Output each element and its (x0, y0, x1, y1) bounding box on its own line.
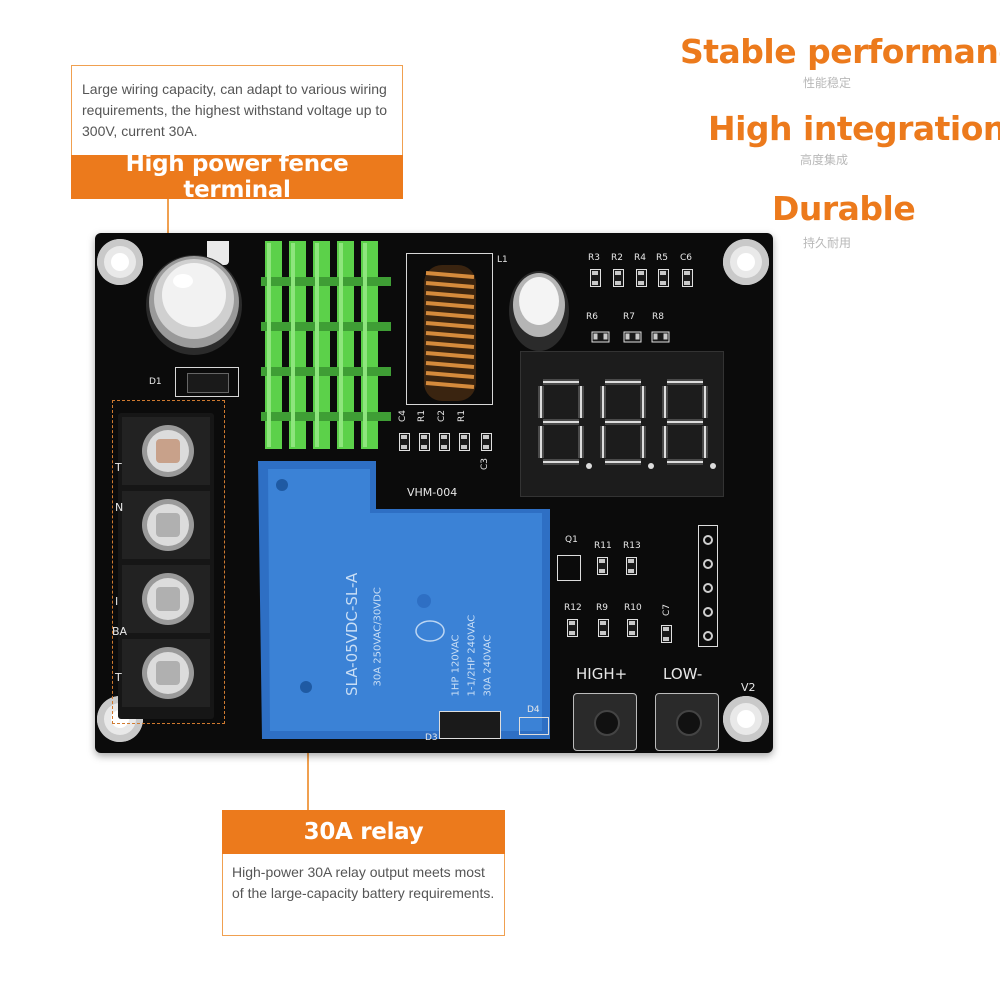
smd-resistor (651, 331, 670, 343)
label-c2: C2 (437, 409, 448, 423)
smd-capacitor (481, 433, 492, 451)
feature-title: High integration (708, 109, 1000, 148)
feature-subtitle: 高度集成 (800, 153, 849, 167)
terminal-label: N (115, 501, 124, 514)
label-r1: R1 (416, 410, 427, 422)
terminal-label: T (115, 671, 122, 684)
smd-resistor (567, 619, 578, 637)
callout-terminal-label: High power fence terminal (71, 151, 403, 203)
pcb-board: L1 R3 R2 R4 R5 C6 R6 R7 R8 888 (95, 233, 773, 753)
label-r13: R13 (623, 541, 641, 551)
smd-resistor (636, 269, 647, 287)
label-d4: D4 (527, 705, 540, 715)
board-model: VHM-004 (407, 486, 458, 499)
smd-resistor (626, 557, 637, 575)
button-cap-icon (594, 710, 620, 736)
relay-spec: 1-1/2HP 240VAC (466, 614, 478, 697)
high-plus-button[interactable] (573, 693, 637, 751)
smd-resistor (627, 619, 638, 637)
relay-spec: 1HP 120VAC (450, 634, 462, 697)
label-r2: R2 (611, 253, 623, 263)
display-value: 888 (521, 352, 522, 353)
button-cap-icon (676, 710, 702, 736)
label-q1: Q1 (565, 535, 578, 545)
relay-text-group: SLA-05VDC-SL-A 30A 250VAC/30VDC 1HP 120V… (330, 501, 494, 701)
label-d3: D3 (425, 733, 438, 743)
label-r8: R8 (652, 312, 664, 322)
smd-resistor (658, 269, 669, 287)
callout-terminal-description: Large wiring capacity, can adapt to vari… (82, 81, 388, 139)
label-high: HIGH+ (576, 665, 628, 683)
terminal-label: I (115, 595, 119, 608)
label-r3: R3 (588, 253, 600, 263)
terminal-label: T (115, 461, 122, 474)
smd-resistor (613, 269, 624, 287)
feature-title: Durable (772, 189, 916, 228)
pin-header (698, 525, 718, 647)
smd-resistor (419, 433, 430, 451)
terminal-label: BA (112, 625, 128, 638)
smd-resistor (623, 331, 642, 343)
feature-subtitle: 性能稳定 (803, 76, 852, 90)
label-r9: R9 (596, 603, 608, 613)
label-v2: V2 (741, 681, 756, 694)
label-r1-b: R1 (456, 410, 467, 422)
mounting-hole (723, 696, 769, 742)
label-r5: R5 (656, 253, 668, 263)
diode-d1 (187, 373, 229, 393)
smd-capacitor (682, 269, 693, 287)
label-r6: R6 (586, 312, 598, 322)
relay (258, 461, 550, 739)
label-r4: R4 (634, 253, 646, 263)
terminal-block (118, 413, 214, 719)
terminal-screws (122, 417, 210, 707)
label-d1: D1 (149, 377, 162, 387)
seven-segment-display: 888 (520, 351, 724, 497)
smd-resistor (597, 557, 608, 575)
mounting-hole (97, 239, 143, 285)
label-c7: C7 (662, 603, 673, 617)
callout-relay-description: High-power 30A relay output meets most o… (232, 864, 495, 901)
smd-resistor (591, 331, 610, 343)
label-r11: R11 (594, 541, 612, 551)
low-minus-button[interactable] (655, 693, 719, 751)
smd-capacitor (661, 625, 672, 643)
label-r12: R12 (564, 603, 582, 613)
led-d4 (519, 717, 549, 735)
smd-resistor (459, 433, 470, 451)
relay-spec: 30A 250VAC/30VDC (372, 587, 384, 687)
electrolytic-capacitor-large (146, 255, 242, 355)
electrolytic-capacitor-small (509, 271, 569, 351)
callout-relay-label: 30A relay (222, 810, 505, 854)
smd-capacitor (399, 433, 410, 451)
smd-resistor (590, 269, 601, 287)
label-r7: R7 (623, 312, 635, 322)
relay-spec: 30A 240VAC (482, 634, 494, 697)
heatsink (261, 239, 391, 451)
label-low: LOW- (663, 665, 703, 683)
display-digits-graphic (538, 379, 716, 469)
terminal-outline (112, 400, 225, 724)
inductor-outline (406, 253, 493, 405)
inductor-coil (424, 265, 476, 401)
label-l1: L1 (497, 255, 508, 265)
diode-d1-outline (175, 367, 239, 397)
smd-capacitor (439, 433, 450, 451)
label-r10: R10 (624, 603, 642, 613)
transistor-q1 (557, 555, 581, 581)
mounting-hole (723, 239, 769, 285)
smd-resistor (598, 619, 609, 637)
feature-title: Stable performance (680, 32, 1000, 71)
label-c6: C6 (680, 253, 693, 263)
label-c4: C4 (398, 409, 409, 423)
relay-model: SLA-05VDC-SL-A (343, 572, 361, 696)
diode-d3 (439, 711, 501, 739)
feature-subtitle: 持久耐用 (803, 236, 852, 250)
